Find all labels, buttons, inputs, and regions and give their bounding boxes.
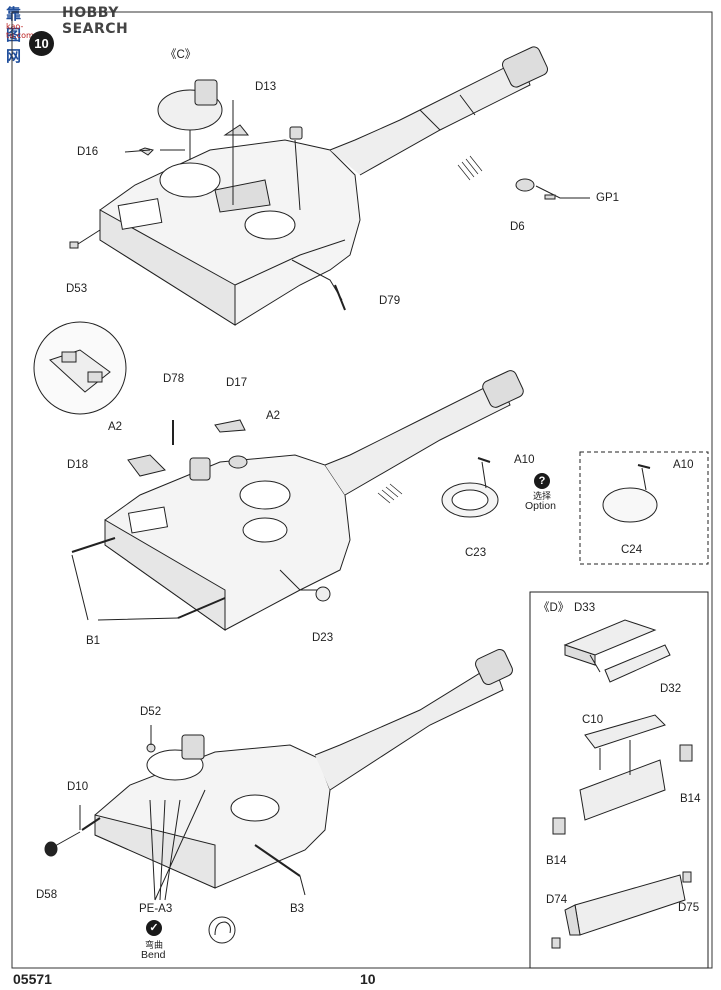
- bend-icon: ✓: [146, 920, 162, 936]
- part-d58-shape: [44, 841, 58, 857]
- d-group-parts: [551, 619, 693, 949]
- label-a2-left: A2: [108, 421, 123, 433]
- page-number: 10: [360, 971, 376, 987]
- label-d74: D74: [546, 894, 568, 906]
- label-d32: D32: [660, 683, 682, 695]
- option-note-cn: 选择: [533, 492, 552, 502]
- turret-middle-parts: [127, 419, 248, 481]
- leader-b1: [71, 554, 179, 621]
- label-c10: C10: [582, 714, 604, 726]
- label-a2-right: A2: [266, 410, 281, 422]
- leader-d23: [279, 569, 320, 591]
- watermark-logo: 靠图网: [6, 5, 23, 65]
- part-d13b-shape: [289, 126, 303, 140]
- turret-bottom: [94, 649, 513, 889]
- page-frame: [11, 11, 713, 969]
- option-note-en: Option: [525, 500, 556, 512]
- option-box: [579, 451, 709, 565]
- label-b14-right: B14: [680, 793, 701, 805]
- label-a10-box: A10: [673, 459, 694, 471]
- watermark-brand: HOBBY SEARCH: [62, 5, 129, 37]
- label-c24: C24: [621, 544, 643, 556]
- label-gp1: GP1: [596, 192, 620, 204]
- label-c-group: 《C》: [165, 49, 197, 61]
- label-d6: D6: [510, 221, 525, 233]
- label-pe-a3: PE-A3: [139, 903, 173, 915]
- bend-note-cn: 弯曲: [145, 941, 164, 951]
- option-icon: ?: [534, 473, 550, 489]
- label-d-group: 《D》: [538, 602, 570, 614]
- label-d18: D18: [67, 459, 89, 471]
- label-d58: D58: [36, 889, 58, 901]
- direction-arrow-1: [457, 155, 483, 181]
- turret-middle: [104, 370, 524, 631]
- part-d52-shape: [146, 743, 156, 753]
- product-code: 05571: [13, 971, 52, 987]
- turret-top: [99, 46, 548, 326]
- b3-rod: [254, 844, 301, 877]
- commander-hatch-c: [157, 79, 223, 160]
- label-d13: D13: [255, 81, 277, 93]
- direction-arrow-2: [377, 483, 403, 504]
- pe-a3-bend-shape: [208, 916, 236, 944]
- label-d23: D23: [312, 632, 334, 644]
- part-d16-shape: [138, 147, 154, 156]
- part-d13-shape: [223, 124, 250, 136]
- label-d52: D52: [140, 706, 162, 718]
- part-c24-shape: [602, 487, 658, 523]
- label-b1: B1: [86, 635, 101, 647]
- label-d16: D16: [77, 146, 99, 158]
- label-b3: B3: [290, 903, 305, 915]
- b1-rod-left: [71, 537, 116, 553]
- watermark-site: kao-tu.com.cn: [6, 22, 46, 40]
- bend-note-en: Bend: [141, 949, 166, 961]
- step-number-badge: 10: [29, 31, 54, 56]
- label-d78: D78: [163, 373, 185, 385]
- label-b14-left: B14: [546, 855, 567, 867]
- label-a10-center: A10: [514, 454, 535, 466]
- label-d10: D10: [67, 781, 89, 793]
- label-d53: D53: [66, 283, 88, 295]
- label-d33: D33: [574, 602, 596, 614]
- label-d79: D79: [379, 295, 401, 307]
- b1-rod-right: [177, 597, 226, 619]
- label-d17: D17: [226, 377, 248, 389]
- d-group-box: [529, 591, 709, 969]
- leader-d53: [77, 229, 101, 245]
- label-d75: D75: [678, 902, 700, 914]
- part-d6-shape: [515, 178, 535, 192]
- label-c23: C23: [465, 547, 487, 559]
